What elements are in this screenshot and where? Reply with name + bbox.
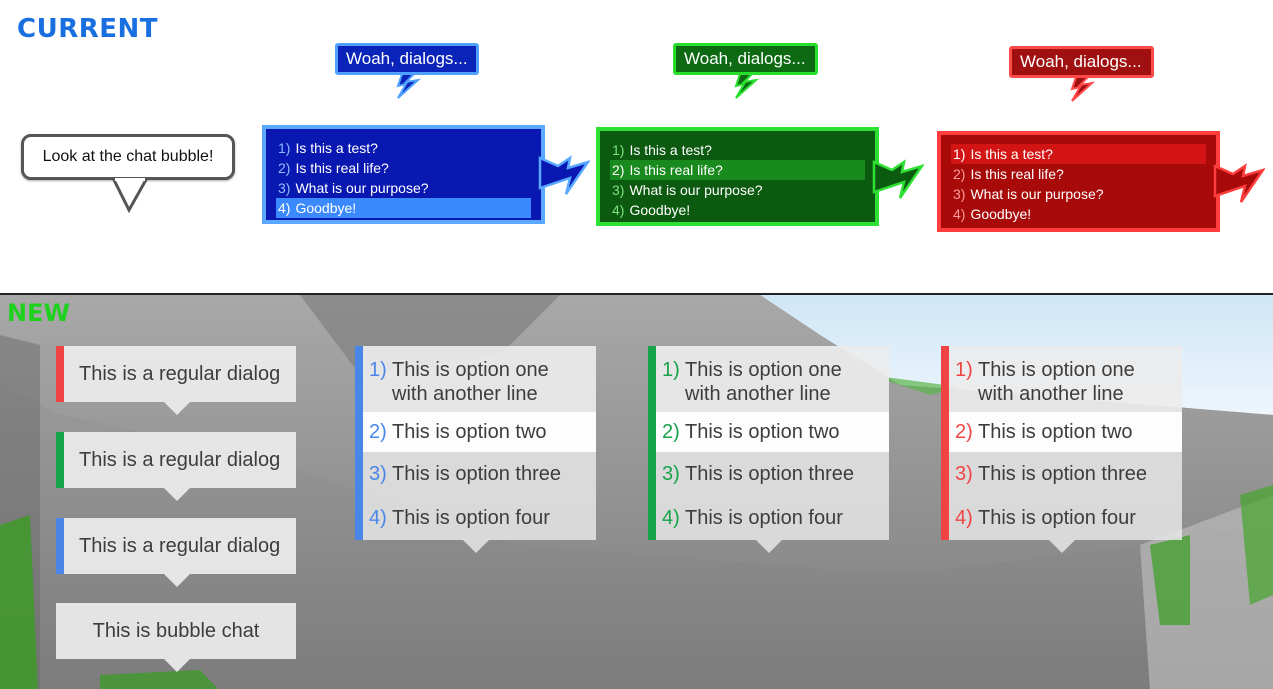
old-option-1[interactable]: 1)Is this a test? (951, 144, 1206, 164)
old-dialog-green: 1)Is this a test? 2)Is this real life? 3… (596, 127, 879, 226)
option-4[interactable]: 4) This is option four (363, 496, 596, 540)
dialog-tail (1049, 540, 1075, 553)
regular-dialog-text: This is a regular dialog (79, 362, 281, 385)
lightning-tail-blue-icon (538, 155, 590, 195)
dialog-tail (463, 540, 489, 553)
option-3[interactable]: 3) This is option three (949, 452, 1182, 496)
current-section-label: CURRENT (17, 14, 158, 44)
option-2[interactable]: 2) This is option two (949, 412, 1182, 452)
speech-tail-red (1070, 77, 1096, 102)
speech-bubble-blue: Woah, dialogs... (335, 43, 479, 75)
old-option-2[interactable]: 2)Is this real life? (610, 160, 865, 180)
speech-text: Woah, dialogs... (346, 49, 468, 68)
accent-bar (941, 346, 949, 540)
chat-bubble-tail (111, 178, 149, 214)
old-option-1[interactable]: 1)Is this a test? (278, 140, 378, 156)
regular-dialog-text: This is a regular dialog (79, 448, 281, 471)
accent-bar (56, 346, 64, 402)
speech-tail-green (734, 74, 760, 99)
regular-dialog-green: This is a regular dialog (56, 432, 296, 501)
new-section: NEW This is a regular dialog This is a r… (0, 293, 1273, 689)
old-option-2[interactable]: 2)Is this real life? (278, 160, 389, 176)
option-2[interactable]: 2) This is option two (656, 412, 889, 452)
dialog-tail (756, 540, 782, 553)
option-2[interactable]: 2) This is option two (363, 412, 596, 452)
old-option-2[interactable]: 2)Is this real life? (953, 166, 1064, 182)
old-option-4[interactable]: 4)Goodbye! (953, 206, 1032, 222)
regular-dialog-text: This is a regular dialog (79, 534, 281, 557)
lightning-tail-green-icon (872, 159, 924, 199)
old-option-3[interactable]: 3)What is our purpose? (278, 180, 429, 196)
lightning-tail-red-icon (1213, 163, 1265, 203)
bubble-chat-text: This is bubble chat (92, 619, 260, 642)
accent-bar (355, 346, 363, 540)
old-option-3[interactable]: 3)What is our purpose? (953, 186, 1104, 202)
old-option-4[interactable]: 4)Goodbye! (612, 202, 691, 218)
option-3[interactable]: 3) This is option three (363, 452, 596, 496)
old-dialog-blue: 1)Is this a test? 2)Is this real life? 3… (262, 125, 545, 224)
dialog-tail (164, 488, 190, 501)
speech-text: Woah, dialogs... (684, 49, 806, 68)
regular-dialog-red: This is a regular dialog (56, 346, 296, 415)
dialog-tail (164, 659, 190, 672)
old-option-4[interactable]: 4)Goodbye! (276, 198, 531, 218)
option-3[interactable]: 3) This is option three (656, 452, 889, 496)
dialog-tail (164, 402, 190, 415)
chat-bubble-text: Look at the chat bubble! (42, 148, 214, 165)
speech-bubble-red: Woah, dialogs... (1009, 46, 1154, 78)
chat-bubble: Look at the chat bubble! (21, 134, 235, 180)
option-4[interactable]: 4) This is option four (656, 496, 889, 540)
new-section-label: NEW (7, 299, 70, 327)
dialog-tail (164, 574, 190, 587)
accent-bar (56, 518, 64, 574)
old-option-3[interactable]: 3)What is our purpose? (612, 182, 763, 198)
bubble-chat: This is bubble chat (56, 603, 296, 672)
old-dialog-red: 1)Is this a test? 2)Is this real life? 3… (937, 131, 1220, 232)
old-option-1[interactable]: 1)Is this a test? (612, 142, 712, 158)
regular-dialog-blue: This is a regular dialog (56, 518, 296, 587)
speech-text: Woah, dialogs... (1020, 52, 1142, 71)
accent-bar (56, 432, 64, 488)
option-4[interactable]: 4) This is option four (949, 496, 1182, 540)
speech-tail-blue (396, 74, 422, 99)
accent-bar (648, 346, 656, 540)
speech-bubble-green: Woah, dialogs... (673, 43, 818, 75)
